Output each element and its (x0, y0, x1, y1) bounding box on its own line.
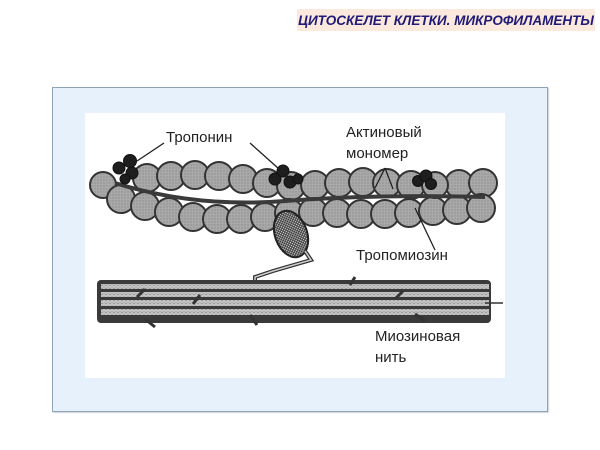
label-myosin-filament-2: нить (375, 349, 407, 366)
tropomyosin-strand (114, 181, 486, 205)
myosin-head (272, 209, 310, 259)
diagram-graphic (89, 142, 503, 329)
label-actin-monomer-1: Актиновый (346, 124, 422, 141)
troponin-complexes (112, 154, 437, 190)
label-troponin: Тропонин (166, 129, 233, 146)
actin-filament (89, 160, 498, 234)
microfilament-diagram: Тропонин Актиновый мономер Тропомиозин М… (85, 113, 505, 378)
myosin-filament (97, 276, 503, 329)
slide-title-bar: ЦИТОСКЕЛЕТ КЛЕТКИ. МИКРОФИЛАМЕНТЫ (297, 9, 595, 31)
pointer-lines (136, 142, 436, 251)
label-actin-monomer-2: мономер (346, 145, 409, 162)
label-myosin-filament-1: Миозиновая (375, 328, 461, 345)
label-tropomyosin: Тропомиозин (356, 247, 448, 264)
slide-title: ЦИТОСКЕЛЕТ КЛЕТКИ. МИКРОФИЛАМЕНТЫ (298, 12, 594, 28)
